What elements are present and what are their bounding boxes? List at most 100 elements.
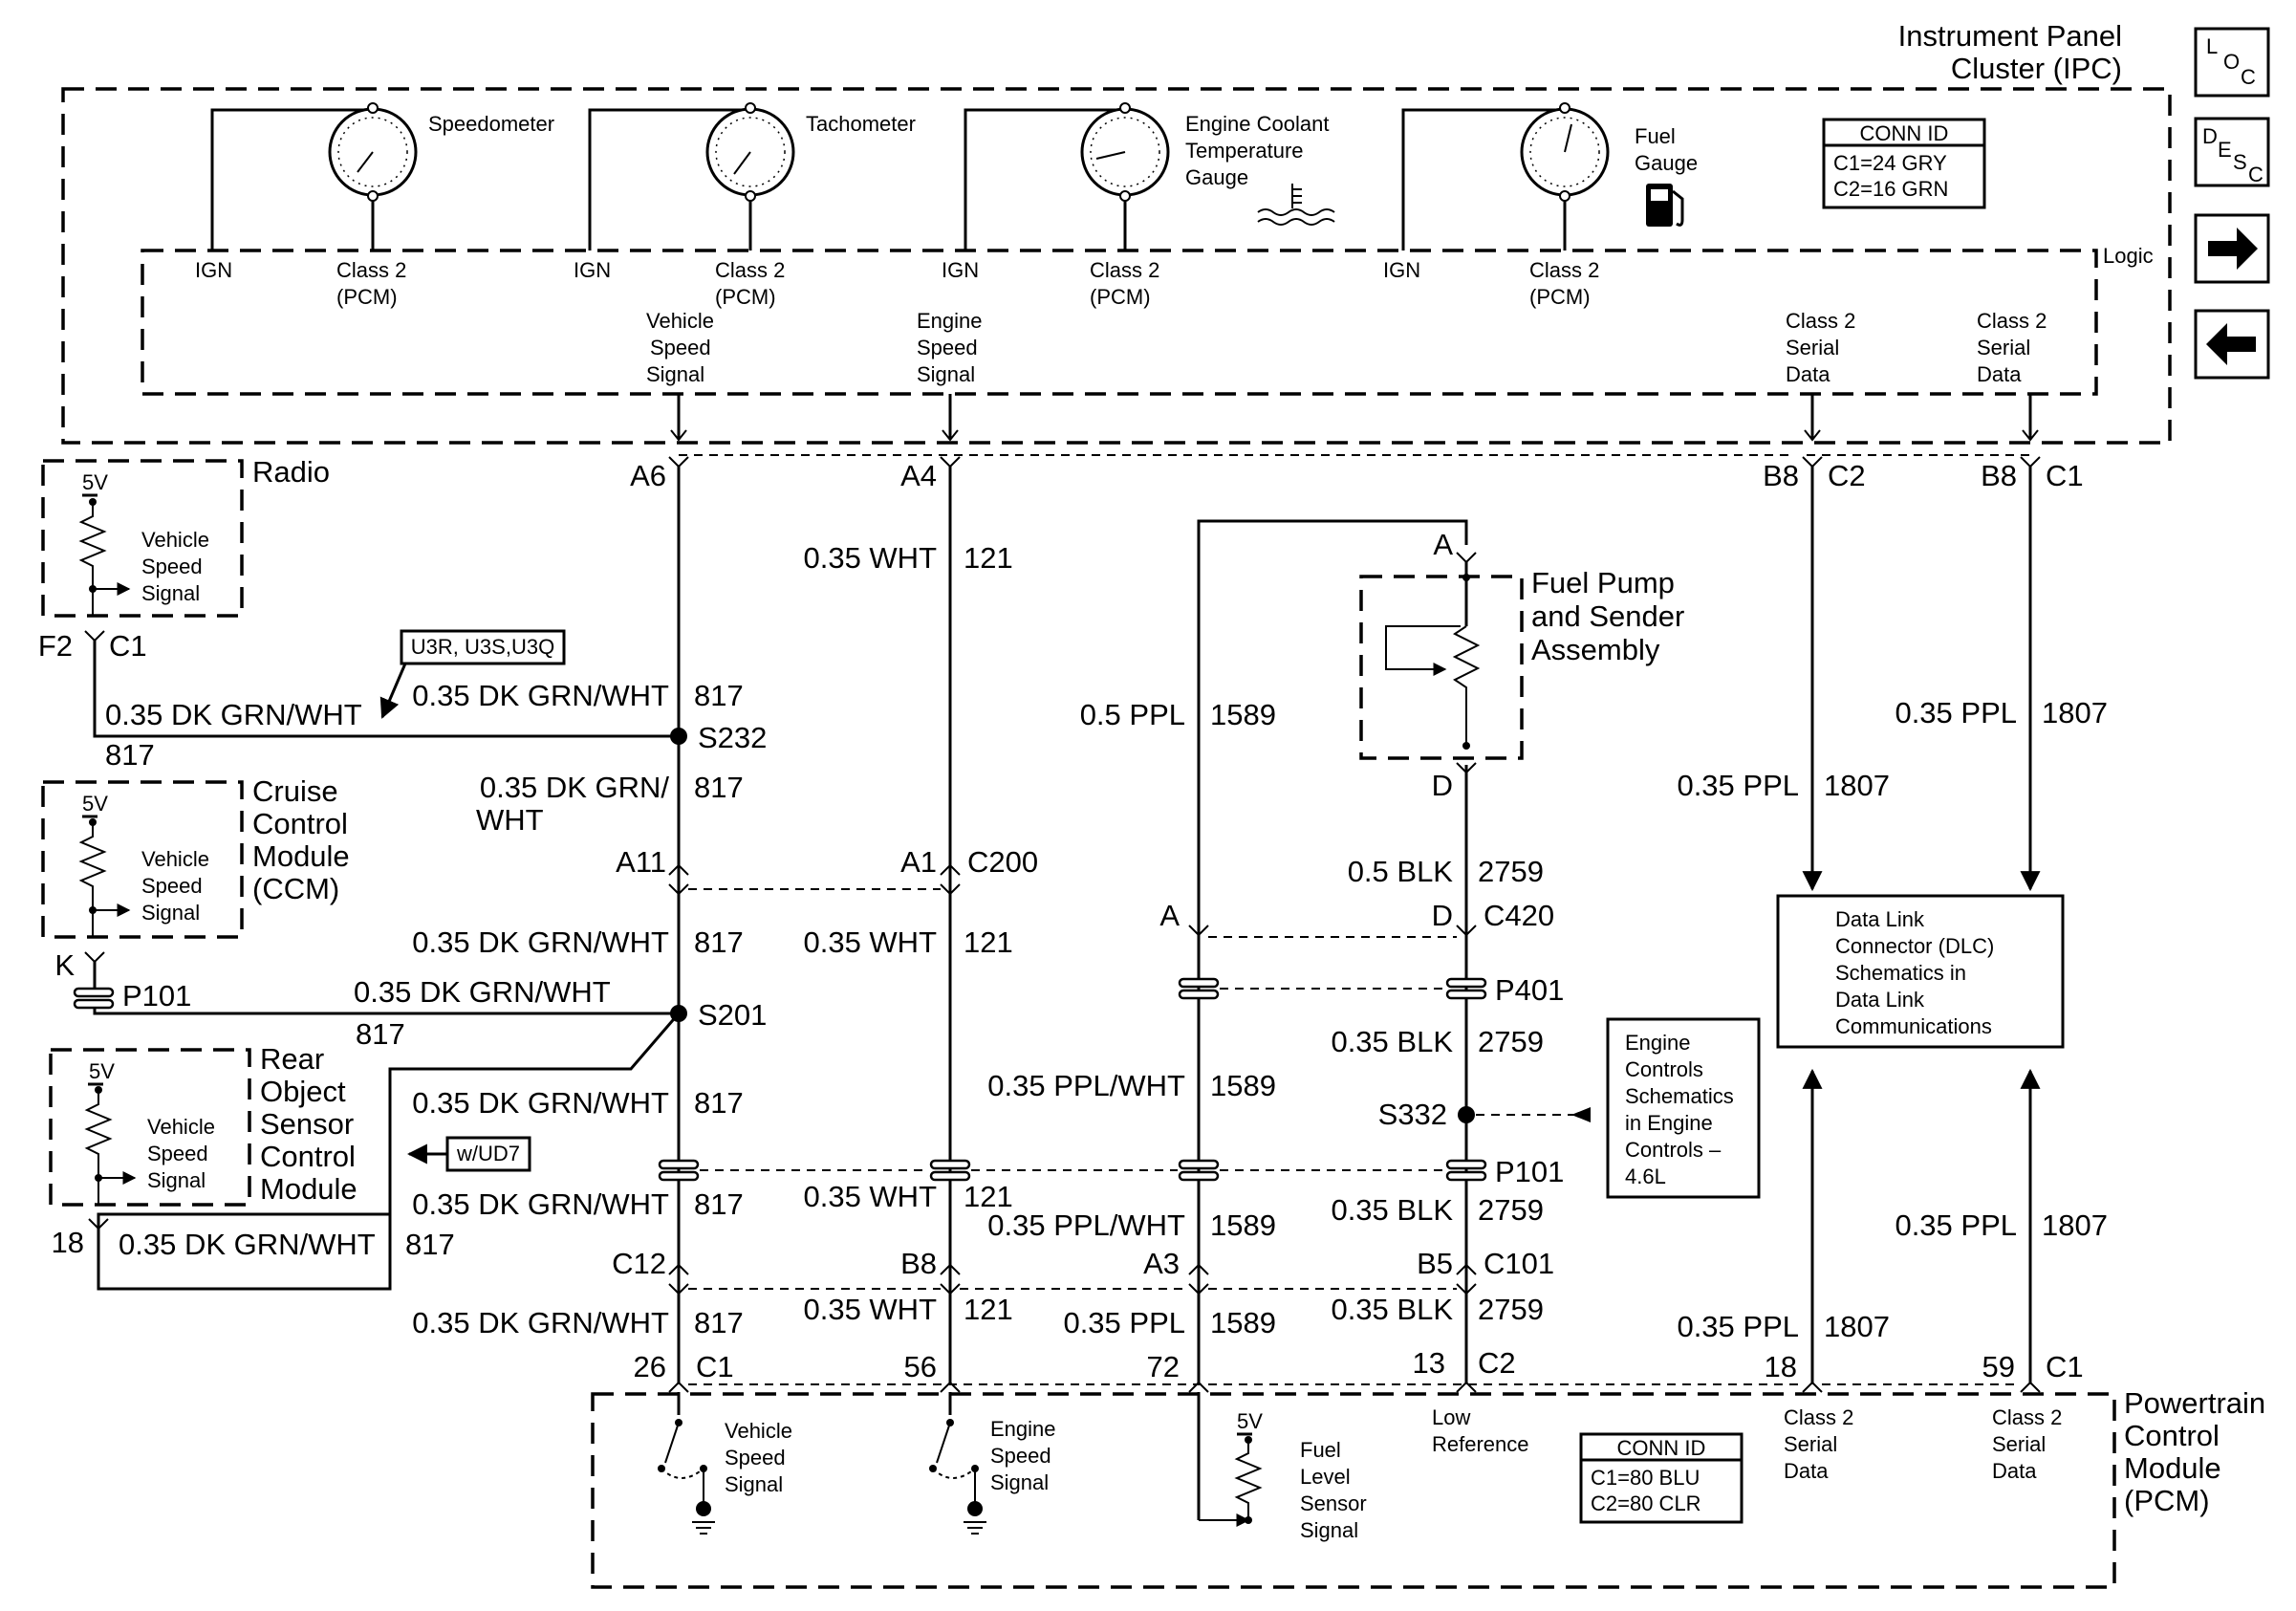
pin-label: 59 [1982, 1350, 2015, 1383]
signal-label: Signal [147, 1168, 206, 1192]
ipc-conn-id-table: CONN ID C1=24 GRY C2=16 GRN [1822, 118, 1986, 209]
rear-title: Control [260, 1140, 356, 1173]
forward-arrow-button[interactable] [2194, 213, 2270, 284]
pin-label: B8 [1763, 459, 1799, 492]
rear-object-wire [97, 1012, 681, 1239]
wire-circuit-label: 1807 [2042, 1208, 2108, 1242]
signal-label: Speed [141, 874, 203, 898]
wire-color-label: 0.35 WHT [803, 1293, 937, 1326]
wire-color-label: 0.35 DK GRN/WHT [412, 1306, 669, 1339]
v5-label: 5V [89, 1059, 115, 1083]
pcm-signal-label: Engine [990, 1417, 1056, 1441]
wire-color-label: WHT [476, 803, 544, 837]
pcm-signal-label: Data [1784, 1459, 1829, 1483]
main-wires [677, 467, 2041, 1384]
pcm-title: Module [2124, 1451, 2221, 1485]
signal-label: Speed [141, 555, 203, 578]
pcm-signal-label: Vehicle [725, 1419, 792, 1443]
mid-connectors: A11 A1 C200 A D C420 P401 S332 P10 [612, 845, 1591, 1295]
wire-color-label: 0.35 DK GRN/ [480, 771, 670, 804]
class2-pcm-label: (PCM) [1090, 285, 1151, 309]
v5-label: 5V [82, 470, 108, 494]
rear-title: Rear [260, 1042, 324, 1076]
desc-letter: E [2218, 138, 2232, 162]
option-label: U3R, U3S,U3Q [411, 635, 554, 659]
pin-label: 18 [52, 1226, 84, 1259]
ipc-class2-label: Class 2 [1977, 309, 2047, 333]
ipc-class2-label: Serial [1786, 336, 1839, 359]
speedometer-gauge: Speedometer IGN Class 2 (PCM) [195, 102, 554, 309]
wire-color-label: 0.35 DK GRN/WHT [105, 698, 362, 731]
splice-label: S332 [1378, 1098, 1447, 1131]
ipc-title-line1: Instrument Panel [1898, 19, 2122, 53]
ipc-class2-label: Data [1786, 362, 1830, 386]
v5-label: 5V [1237, 1409, 1263, 1433]
wire-circuit-label: 817 [356, 1017, 405, 1051]
dlc-line: Connector (DLC) [1835, 934, 1994, 958]
pcm-boundary [591, 1392, 2116, 1589]
pin-label: A11 [616, 845, 666, 879]
pcm-signal-label: Class 2 [1992, 1405, 2062, 1429]
pcm-signal-label: Reference [1432, 1432, 1529, 1456]
ccm-title: Cruise [252, 774, 338, 808]
class2-pcm-label: (PCM) [336, 285, 398, 309]
rear-title: Module [260, 1172, 357, 1206]
rear-object-sensor-module: Rear Object Sensor Control Module 5V Veh… [49, 1042, 392, 1291]
pin-label: A4 [900, 459, 937, 492]
pcm-signal-label: Sensor [1300, 1491, 1367, 1515]
ipc-boundary [61, 87, 2172, 445]
wire-color-label: 0.35 DK GRN/WHT [412, 679, 669, 712]
pcm-signal-label: Signal [990, 1470, 1049, 1494]
right-arrow-icon [2208, 228, 2258, 270]
wire-color-label: 0.5 PPL [1080, 698, 1185, 731]
ign-label: IGN [195, 258, 232, 282]
ipc-connectors: A6 A4 B8 C2 B8 C1 [630, 394, 2084, 492]
wire-circuit-label: 121 [964, 541, 1013, 575]
pin-label: B5 [1417, 1247, 1453, 1280]
option-callout-u3r: U3R, U3S,U3Q [379, 629, 566, 719]
dlc-line: Schematics in [1835, 961, 1966, 985]
fuel-level-sensor: 5V Fuel Level Sensor Signal [1197, 1392, 1367, 1542]
pin-label: A1 [900, 845, 937, 879]
dlc-line: Communications [1835, 1014, 1992, 1038]
ccm-title: Module [252, 839, 350, 873]
desc-button[interactable]: D E S C [2194, 117, 2270, 187]
pin-label: B8 [900, 1247, 937, 1280]
wire-color-label: 0.35 WHT [803, 541, 937, 575]
wire-circuit-label: 2759 [1478, 1293, 1544, 1326]
pin-label: A [1433, 528, 1453, 561]
engine-controls-note: Engine Controls Schematics in Engine Con… [1606, 1017, 1761, 1199]
wire-color-label: 0.35 WHT [803, 1180, 937, 1213]
pcm-signal-label: Fuel [1300, 1438, 1341, 1462]
wire-color-label: 0.35 PPL/WHT [987, 1208, 1185, 1242]
wire-circuit-label: 817 [694, 925, 744, 959]
connector-label: C1 [696, 1350, 734, 1383]
signal-label: Signal [141, 581, 200, 605]
connector-label: C101 [1484, 1247, 1554, 1280]
gauge-label: Gauge [1635, 151, 1698, 175]
v5-label: 5V [82, 792, 108, 816]
coolant-temperature-gauge: Engine Coolant Temperature Gauge IGN Cla… [942, 102, 1335, 309]
rear-title: Sensor [260, 1107, 354, 1141]
pin-label: K [54, 948, 75, 982]
loc-button[interactable]: L O C [2194, 27, 2270, 98]
pin-label: 13 [1413, 1346, 1445, 1380]
pcm-title: Control [2124, 1419, 2220, 1452]
option-callout-ud7: w/UD7 [406, 1136, 531, 1172]
back-arrow-button[interactable] [2194, 309, 2270, 380]
wire-color-label: 0.35 BLK [1331, 1025, 1453, 1058]
wire-circuit-label: 817 [694, 771, 744, 804]
connector-label: C2 [1828, 459, 1866, 492]
wire-labels: 0.35 DK GRN/WHT 817 0.35 DK GRN/WHT 817 … [105, 541, 2108, 1343]
class2-label: Class 2 [1090, 258, 1159, 282]
ipc-ess-label: Signal [917, 362, 975, 386]
note-line: Engine [1625, 1031, 1691, 1055]
radio-module: Radio 5V Vehicle Speed Signal F2 C1 [38, 455, 679, 738]
loc-letter: O [2223, 50, 2240, 74]
conn-id-row: C2=80 CLR [1591, 1491, 1701, 1515]
conn-id-header: CONN ID [1860, 121, 1949, 145]
pin-label: A6 [630, 459, 666, 492]
class2-label: Class 2 [1529, 258, 1599, 282]
desc-letter: C [2248, 163, 2264, 186]
wire-circuit-label: 1589 [1210, 1208, 1276, 1242]
